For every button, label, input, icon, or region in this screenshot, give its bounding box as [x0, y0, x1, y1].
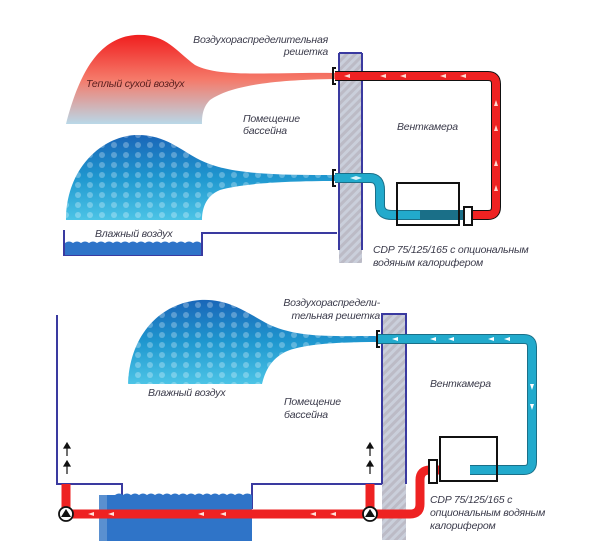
- unit-label-bottom-1: CDP 75/125/165 с: [430, 494, 513, 506]
- up-arrows-left: [62, 441, 72, 474]
- pool-top: [63, 230, 337, 256]
- pool-room-label-bottom-1: Помещение: [284, 396, 341, 408]
- warm-air-plume: [66, 34, 335, 125]
- vent-chamber-label-top: Венткамера: [397, 121, 458, 133]
- humid-air-label-top: Влажный воздух: [95, 228, 173, 240]
- humid-air-plume: [66, 134, 335, 220]
- cdp-unit-bottom: [428, 436, 498, 484]
- grille-label-top-1: Воздухораспределительная: [193, 34, 328, 46]
- up-arrows-right: [365, 441, 375, 474]
- grille-bottom: [376, 330, 380, 348]
- grille-label-top-2: решетка: [283, 46, 328, 58]
- grille-label-bottom-2: тельная решетка: [291, 310, 381, 322]
- humid-air-plume-bottom: [128, 299, 378, 384]
- flow-arrows-cold-top: [350, 176, 362, 180]
- pump-icon-left: [58, 506, 74, 522]
- unit-label-top-2: водяным калорифером: [373, 257, 484, 269]
- vent-chamber-label-bottom: Венткамера: [430, 378, 491, 390]
- unit-label-top-1: CDP 75/125/165 с опциональным: [373, 244, 529, 256]
- hot-duct-top: [335, 71, 501, 220]
- unit-label-bottom-3: калорифером: [430, 520, 496, 532]
- warm-air-label: Теплый сухой воздух: [86, 78, 185, 90]
- unit-label-bottom-2: опциональным водяным: [430, 507, 546, 519]
- pool-room-label-top-2: бассейна: [243, 125, 287, 137]
- flow-arrows-hot-bottom: [88, 512, 336, 516]
- pool-room-label-bottom-2: бассейна: [284, 409, 328, 421]
- grille-label-bottom-1: Воздухораспредели-: [283, 297, 380, 309]
- pool-room-label-top-1: Помещение: [243, 113, 300, 125]
- wall-top: [338, 52, 363, 263]
- grille-top-supply: [332, 67, 336, 85]
- humid-air-label-bottom: Влажный воздух: [148, 387, 226, 399]
- flow-arrows-bottom: [392, 337, 534, 410]
- cdp-unit-top: [396, 182, 473, 226]
- flow-arrows-top: [344, 74, 498, 191]
- pump-icon-right: [362, 506, 378, 522]
- wall-bottom: [381, 313, 407, 540]
- grille-top-extract: [332, 169, 336, 187]
